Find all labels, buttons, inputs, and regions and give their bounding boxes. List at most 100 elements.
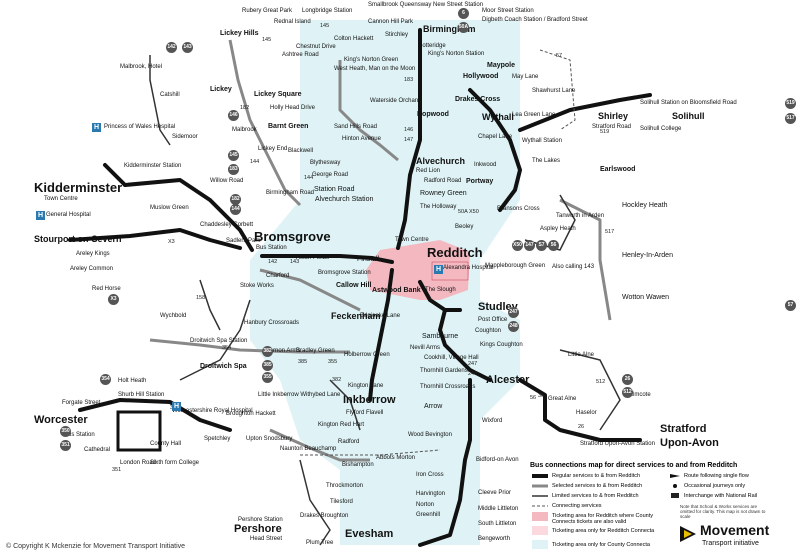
label-henley: Henley-In-Arden bbox=[622, 252, 673, 259]
label-redhorse: Red Horse bbox=[92, 286, 121, 292]
label-harvington: Harvington bbox=[416, 491, 446, 497]
label-hollyway: The Holloway bbox=[420, 204, 457, 210]
label-malbrook: Malbrook, Hotel bbox=[120, 64, 163, 70]
label-vernon: Vernon Arms bbox=[266, 348, 301, 354]
label-thornhillcross: Thornhill Crossroads bbox=[420, 384, 476, 390]
label-worcsroyal: Worcestershire Royal Hospital bbox=[172, 408, 253, 414]
label-smallbrook: Smallbrook Queensway New Street Station bbox=[368, 2, 484, 8]
label-alcester: Alcester bbox=[486, 374, 530, 386]
label-coughton: Coughton bbox=[475, 328, 502, 334]
route-badge: 519 bbox=[785, 98, 796, 109]
label-hopwood: Hopwood bbox=[417, 111, 449, 118]
label-bromsgrovestn: Bromsgrove Station bbox=[318, 270, 371, 276]
label-plumtree: Plum Tree bbox=[306, 540, 334, 546]
route-selected-a bbox=[228, 39, 302, 207]
label-sadlers: Sadlers Park bbox=[226, 238, 261, 244]
hospital-icon: H bbox=[92, 123, 101, 132]
route-badge: 145 bbox=[228, 150, 239, 161]
label-chapel: Chapel Lane bbox=[478, 134, 513, 140]
label-stratford: Stratford bbox=[660, 423, 707, 435]
route-label: X3 bbox=[168, 239, 175, 245]
label-drakesbroughton: Drakes Broughton bbox=[300, 513, 349, 519]
label-bransons: Bransons Cross bbox=[497, 206, 540, 212]
route-badge: 350 bbox=[60, 426, 71, 437]
label-drakes: Drakes Cross bbox=[455, 96, 501, 103]
route-badge: 385 bbox=[262, 360, 273, 371]
label-radford: Radford bbox=[338, 439, 360, 445]
label-solihullcollege: Solihull College bbox=[640, 126, 682, 132]
label-aston: Aston Fields bbox=[296, 255, 330, 261]
label-cathedral: Cathedral bbox=[84, 447, 111, 453]
label-theslough: The Slough bbox=[425, 287, 456, 293]
route-badge: 50A bbox=[458, 22, 469, 33]
label-redlion: Red Lion bbox=[416, 168, 441, 174]
route-badge: 351 bbox=[60, 440, 71, 451]
route-label: 517 bbox=[605, 229, 615, 235]
label-rowney: Rowney Green bbox=[420, 190, 467, 197]
route-bromsgrove-redditch bbox=[260, 254, 394, 264]
label-astwood: Astwood Bank bbox=[372, 287, 421, 294]
route-label: 248 bbox=[468, 371, 478, 377]
route-badge: 26 bbox=[622, 374, 633, 385]
label-chaddesley: Chaddesley Corbett bbox=[200, 222, 254, 228]
label-aspley: Aspley Heath bbox=[540, 226, 576, 232]
label-edgioake: Edgioake Lane bbox=[360, 313, 401, 319]
label-southlittleton: South Littleton bbox=[478, 521, 517, 527]
route-badge: 57 bbox=[785, 300, 796, 311]
label-birmingham: Birmingham bbox=[423, 24, 476, 34]
label-waterside: Waterside Orchard bbox=[370, 98, 421, 104]
route-badge: 143 bbox=[182, 42, 193, 53]
label-flyford: Flyford Flavell bbox=[346, 410, 384, 416]
route-badge: 248 bbox=[508, 321, 519, 332]
logo-text: Movement bbox=[700, 522, 770, 538]
route-alcester-stratford bbox=[518, 378, 642, 442]
route-badge: 354 bbox=[100, 374, 111, 385]
hospital-icon: H bbox=[434, 265, 443, 274]
label-woodbevington: Wood Bevington bbox=[408, 432, 452, 438]
route-selected-c bbox=[559, 198, 612, 321]
label-kingsgreen: King's Norton Green bbox=[344, 57, 399, 63]
label-towncentre-kidder: Town Centre bbox=[44, 196, 78, 202]
copyright: © Copyright K Mckenzie for Movement Tran… bbox=[6, 543, 186, 550]
label-stratfordstn: Stratford Upon-Avon Station bbox=[580, 441, 655, 447]
route-label: 144 bbox=[250, 159, 260, 165]
route-badge: 147 bbox=[524, 240, 535, 251]
label-londonroad: London Road bbox=[120, 460, 157, 466]
label-muslowgreen: Muslow Green bbox=[150, 205, 189, 211]
label-solihull: Solihull bbox=[672, 111, 705, 121]
route-kidderminster-bromsgrove bbox=[123, 178, 254, 252]
label-alvechurch: Alvechurch bbox=[416, 156, 466, 166]
label-moor: Moor Street Station bbox=[482, 8, 534, 14]
label-tilesford: Tilesford bbox=[330, 499, 353, 505]
route-label: 145 bbox=[320, 23, 330, 29]
label-tanworth: Tanworth in Arden bbox=[556, 213, 605, 219]
label-middlelittleton: Middle Littleton bbox=[478, 506, 519, 512]
route-redditch-studley bbox=[418, 280, 462, 312]
label-upon-avon: Upon-Avon bbox=[660, 437, 719, 449]
route-limited-f bbox=[199, 279, 221, 331]
route-label: 183 bbox=[404, 77, 414, 83]
label-arrow: Arrow bbox=[424, 403, 443, 410]
label-droitwich: Droitwich Spa bbox=[200, 363, 247, 370]
route-selected-d bbox=[259, 268, 361, 312]
label-bromsgrove: Bromsgrove bbox=[254, 229, 331, 244]
label-lickey-hills: Lickey Hills bbox=[220, 30, 259, 37]
label-barnt-green: Barnt Green bbox=[268, 123, 309, 130]
route-label: 158 bbox=[196, 295, 206, 301]
label-worcester: Worcester bbox=[34, 414, 88, 426]
label-rednal: Rednal Island bbox=[274, 19, 311, 25]
route-limited-g bbox=[329, 379, 361, 431]
label-alsocalling: Also calling 143 bbox=[552, 264, 595, 270]
route-selected-e bbox=[149, 338, 350, 354]
label-shawhurst: Shawhurst Lane bbox=[532, 88, 576, 94]
label-sidemoor: Sidemoor bbox=[172, 134, 198, 140]
route-badge: 355 bbox=[262, 372, 273, 383]
label-malbrook2: Malbrook bbox=[232, 127, 257, 133]
label-kidderstation: Kidderminster Station bbox=[124, 163, 182, 169]
legend: Bus connections map for direct services … bbox=[528, 460, 800, 558]
label-hanbury: Hanbury Crossroads bbox=[244, 320, 300, 326]
legend-item: Connecting services bbox=[552, 503, 602, 509]
route-kidderminster-bromsgrove2 bbox=[103, 163, 127, 187]
label-bishampton: Bishampton bbox=[342, 462, 374, 468]
